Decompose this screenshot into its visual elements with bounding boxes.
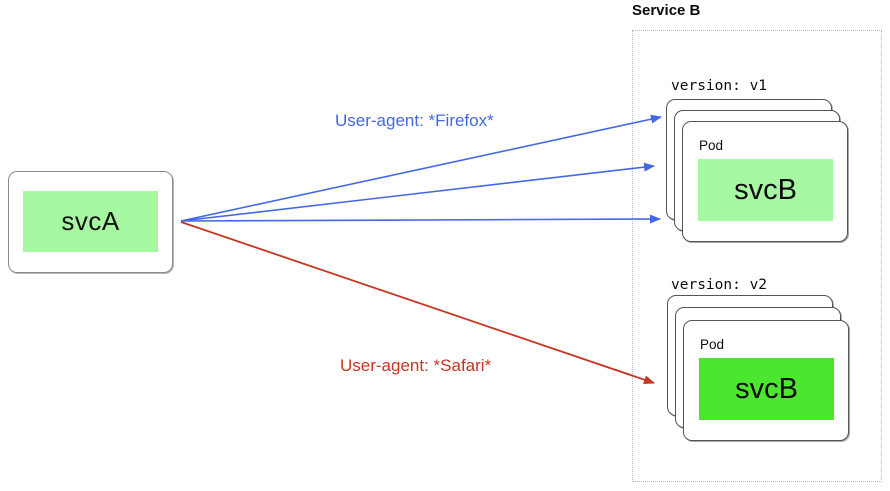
svcb-v1-service-box: svcB bbox=[698, 159, 833, 221]
svcb-v2-service-box: svcB bbox=[699, 358, 834, 420]
version-v1-label: version: v1 bbox=[671, 78, 768, 94]
safari-route-label: User-agent: *Safari* bbox=[340, 356, 492, 375]
pod-v1-label: Pod bbox=[699, 138, 724, 153]
version-v2-label: version: v2 bbox=[671, 277, 768, 293]
firefox-arrow-2 bbox=[180, 162, 655, 222]
firefox-arrow-1 bbox=[180, 114, 662, 222]
pod-v2-label: Pod bbox=[700, 337, 725, 352]
service-b-title: Service B bbox=[632, 2, 701, 19]
firefox-arrow-3 bbox=[180, 214, 661, 224]
pod-v2: Pod svcB bbox=[683, 320, 849, 441]
pod-v1: Pod svcB bbox=[682, 121, 848, 242]
svca-node: svcA bbox=[8, 171, 173, 273]
firefox-route-label: User-agent: *Firefox* bbox=[335, 111, 494, 130]
svca-service-box: svcA bbox=[23, 191, 158, 252]
